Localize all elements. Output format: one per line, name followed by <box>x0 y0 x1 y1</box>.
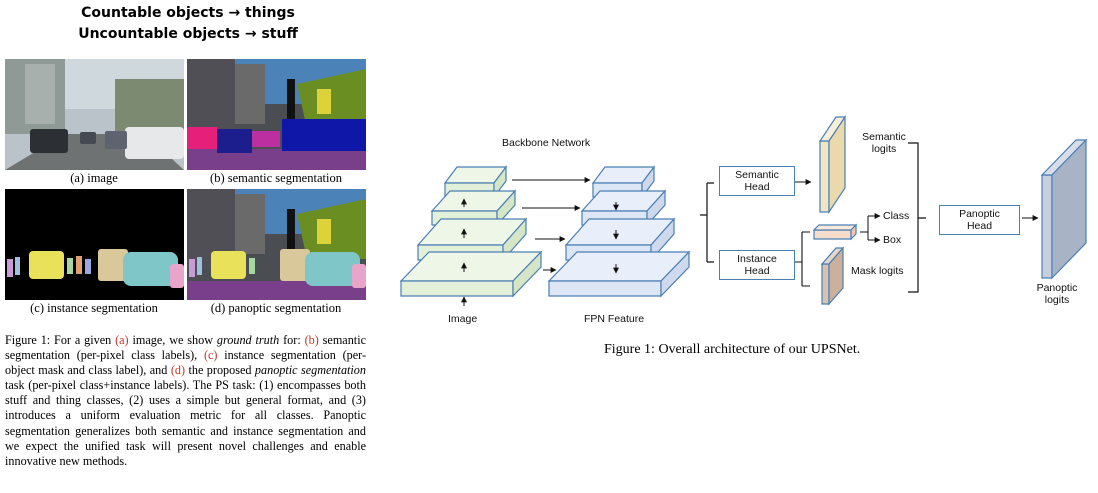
ref-d: (d) <box>170 363 186 378</box>
ref-b: (b) <box>304 333 319 347</box>
header-stuff: Uncountable objects → stuff <box>78 26 298 42</box>
box-label: Box <box>883 234 902 246</box>
header-things: Countable objects → things <box>81 5 295 21</box>
caption-semantic: (b) semantic segmentation <box>210 171 342 185</box>
fpn-level-4 <box>547 250 691 298</box>
backbone-label: Backbone Network <box>502 137 591 149</box>
semantic-logits-tensor <box>818 115 847 214</box>
caption-instance: (c) instance segmentation <box>30 301 158 315</box>
semantic-logits-label: Semantic logits <box>862 131 906 155</box>
right-figure-caption: Figure 1: Overall architecture of our UP… <box>604 342 861 357</box>
class-box-tensor <box>812 223 858 241</box>
lateral-arrows <box>512 177 591 273</box>
panoptic-head-box: Panoptic Head <box>939 205 1020 235</box>
mask-logits-tensor <box>820 246 845 306</box>
ref-a: (a) <box>115 333 129 347</box>
class-box-branch <box>860 215 878 241</box>
upsnet-diagram <box>399 115 1088 306</box>
caption-image: (a) image <box>70 171 118 185</box>
mask-logits-label: Mask logits <box>851 265 904 277</box>
ref-c: (c) <box>203 348 218 363</box>
left-figure-caption: Figure 1: For a given (a) image, we show… <box>5 333 367 468</box>
panel-panoptic <box>187 189 366 300</box>
panel-image <box>5 59 184 170</box>
class-label: Class <box>883 210 910 222</box>
panoptic-bracket <box>908 142 926 293</box>
instance-head-box: Instance Head <box>719 250 795 280</box>
panoptic-logits-tensor <box>1040 138 1088 280</box>
fpn-label: FPN Feature <box>584 313 645 325</box>
fpn-bracket <box>700 182 714 263</box>
instance-head-bracket <box>795 231 810 287</box>
panel-semantic <box>187 59 366 170</box>
panel-instance <box>5 189 184 300</box>
image-label: Image <box>448 313 478 325</box>
panoptic-logits-label: Panoptic logits <box>1036 282 1078 306</box>
caption-panoptic: (d) panoptic segmentation <box>210 301 342 315</box>
semantic-head-box: Semantic Head <box>719 166 795 196</box>
backbone-level-4 <box>399 250 543 298</box>
